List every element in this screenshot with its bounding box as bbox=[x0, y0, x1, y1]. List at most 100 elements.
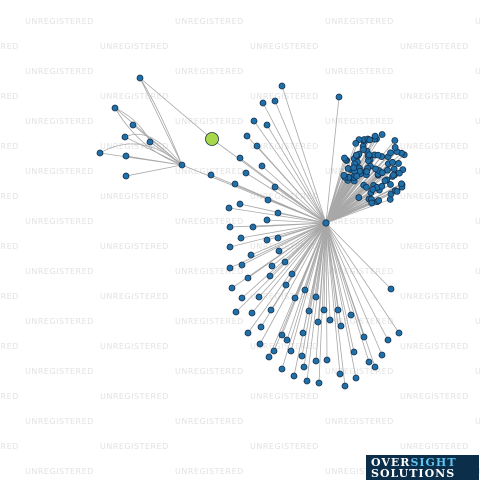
watermark-text: UNREGISTERED bbox=[100, 342, 169, 351]
graph-edge bbox=[239, 157, 327, 224]
network-node bbox=[283, 336, 291, 344]
watermark-text: UNREGISTERED bbox=[175, 467, 244, 476]
graph-edge bbox=[139, 77, 183, 166]
network-node bbox=[384, 336, 392, 344]
network-node bbox=[395, 169, 403, 177]
oversight-solutions-logo: OVERSIGHT SOLUTIONS bbox=[366, 455, 479, 480]
watermark-text: UNREGISTERED bbox=[25, 17, 94, 26]
watermark-text: UNREGISTERED bbox=[0, 42, 19, 51]
network-node bbox=[395, 160, 402, 167]
network-node bbox=[301, 286, 309, 294]
network-node bbox=[336, 370, 344, 378]
network-node bbox=[278, 331, 286, 339]
logo-word-over: OVER bbox=[371, 456, 411, 469]
watermark-text: UNREGISTERED bbox=[25, 467, 94, 476]
focus-node bbox=[205, 132, 219, 146]
network-node bbox=[122, 152, 130, 160]
network-node bbox=[390, 171, 397, 179]
graph-edge bbox=[266, 219, 327, 224]
network-node bbox=[226, 264, 234, 272]
graph-edge bbox=[259, 222, 327, 345]
watermark-text: UNREGISTERED bbox=[400, 392, 469, 401]
watermark-text: UNREGISTERED bbox=[400, 292, 469, 301]
graph-edge bbox=[325, 96, 340, 224]
network-node bbox=[314, 318, 322, 326]
network-node bbox=[365, 151, 373, 159]
network-node bbox=[387, 181, 394, 188]
network-node bbox=[236, 200, 244, 208]
graph-edge bbox=[114, 107, 183, 166]
graph-edge bbox=[325, 172, 383, 224]
graph-edge bbox=[268, 222, 327, 358]
graph-edge bbox=[306, 222, 327, 382]
network-node bbox=[391, 137, 399, 144]
watermark-text: UNREGISTERED bbox=[175, 217, 244, 226]
graph-edge bbox=[250, 222, 327, 256]
network-node bbox=[263, 121, 271, 129]
graph-edge bbox=[325, 222, 341, 375]
graph-edge bbox=[139, 77, 183, 166]
graph-edge bbox=[325, 183, 402, 224]
network-node bbox=[374, 151, 382, 159]
graph-edge bbox=[261, 165, 327, 224]
network-node bbox=[312, 357, 320, 365]
watermark-text: UNREGISTERED bbox=[175, 117, 244, 126]
network-node bbox=[288, 270, 296, 278]
watermark-text: UNREGISTERED bbox=[25, 117, 94, 126]
network-node bbox=[271, 183, 279, 191]
network-node bbox=[341, 154, 348, 162]
network-node bbox=[344, 165, 352, 172]
network-node bbox=[258, 162, 266, 170]
network-node bbox=[363, 183, 370, 191]
network-node bbox=[341, 382, 349, 390]
network-node bbox=[355, 194, 363, 201]
network-node bbox=[264, 196, 272, 204]
graph-edge bbox=[325, 171, 368, 224]
graph-edge bbox=[99, 152, 183, 166]
watermark-text: UNREGISTERED bbox=[25, 417, 94, 426]
network-node bbox=[300, 363, 308, 371]
watermark-text: UNREGISTERED bbox=[175, 267, 244, 276]
network-node bbox=[387, 149, 394, 157]
network-node bbox=[253, 142, 261, 150]
network-node bbox=[390, 165, 398, 173]
watermark-text: UNREGISTERED bbox=[250, 92, 319, 101]
graph-edge bbox=[325, 222, 331, 321]
network-node bbox=[320, 306, 328, 314]
network-node bbox=[371, 132, 379, 140]
watermark-text: UNREGISTERED bbox=[175, 17, 244, 26]
network-node bbox=[237, 234, 245, 242]
watermark-text: UNREGISTERED bbox=[0, 392, 19, 401]
network-node bbox=[259, 99, 267, 107]
network-node bbox=[129, 121, 137, 129]
graph-edge bbox=[318, 222, 327, 384]
watermark-text: UNREGISTERED bbox=[100, 292, 169, 301]
network-node bbox=[353, 172, 361, 180]
network-node bbox=[315, 379, 323, 387]
graph-edge bbox=[247, 222, 327, 334]
graph-edge bbox=[139, 77, 213, 140]
network-node bbox=[395, 329, 403, 337]
graph-edge bbox=[325, 222, 376, 368]
network-node bbox=[369, 186, 377, 193]
network-node bbox=[275, 247, 283, 255]
watermark-text: UNREGISTERED bbox=[25, 167, 94, 176]
graph-edge bbox=[99, 143, 183, 166]
network-node bbox=[378, 182, 386, 190]
network-node bbox=[247, 251, 255, 259]
network-node bbox=[282, 281, 290, 289]
sub-hub-node bbox=[178, 161, 186, 169]
network-node bbox=[238, 261, 246, 269]
watermark-text: UNREGISTERED bbox=[25, 217, 94, 226]
logo-line-2: SOLUTIONS bbox=[371, 467, 456, 480]
network-node bbox=[366, 136, 374, 144]
watermark-text: UNREGISTERED bbox=[25, 267, 94, 276]
network-node bbox=[326, 316, 334, 324]
network-node bbox=[312, 293, 320, 301]
network-node bbox=[243, 132, 251, 140]
network-node bbox=[298, 352, 306, 360]
network-node bbox=[340, 171, 348, 179]
network-node bbox=[368, 199, 376, 207]
graph-edge bbox=[325, 157, 345, 224]
